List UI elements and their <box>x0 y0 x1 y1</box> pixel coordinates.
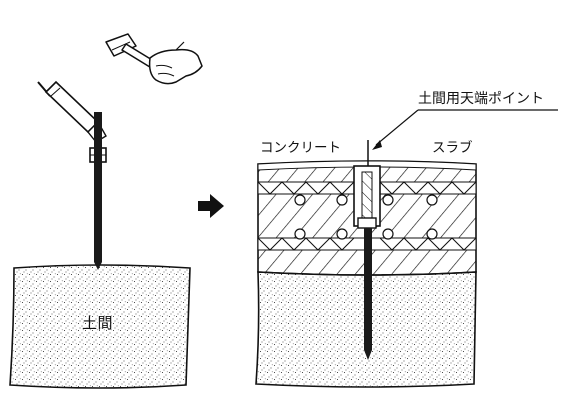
top-point-label: 土間用天端ポイント <box>418 91 544 107</box>
right-arrow-icon <box>198 194 224 218</box>
slab-label: スラブ <box>432 140 473 156</box>
doma-label: 土間 <box>82 314 114 332</box>
concrete-label: コンクリート <box>260 140 341 156</box>
hand-with-hammer-icon <box>105 33 203 85</box>
point-rod-left <box>94 112 102 270</box>
point-rod-right <box>364 228 372 360</box>
leader-line <box>372 109 558 150</box>
top-point-tool <box>353 140 381 229</box>
